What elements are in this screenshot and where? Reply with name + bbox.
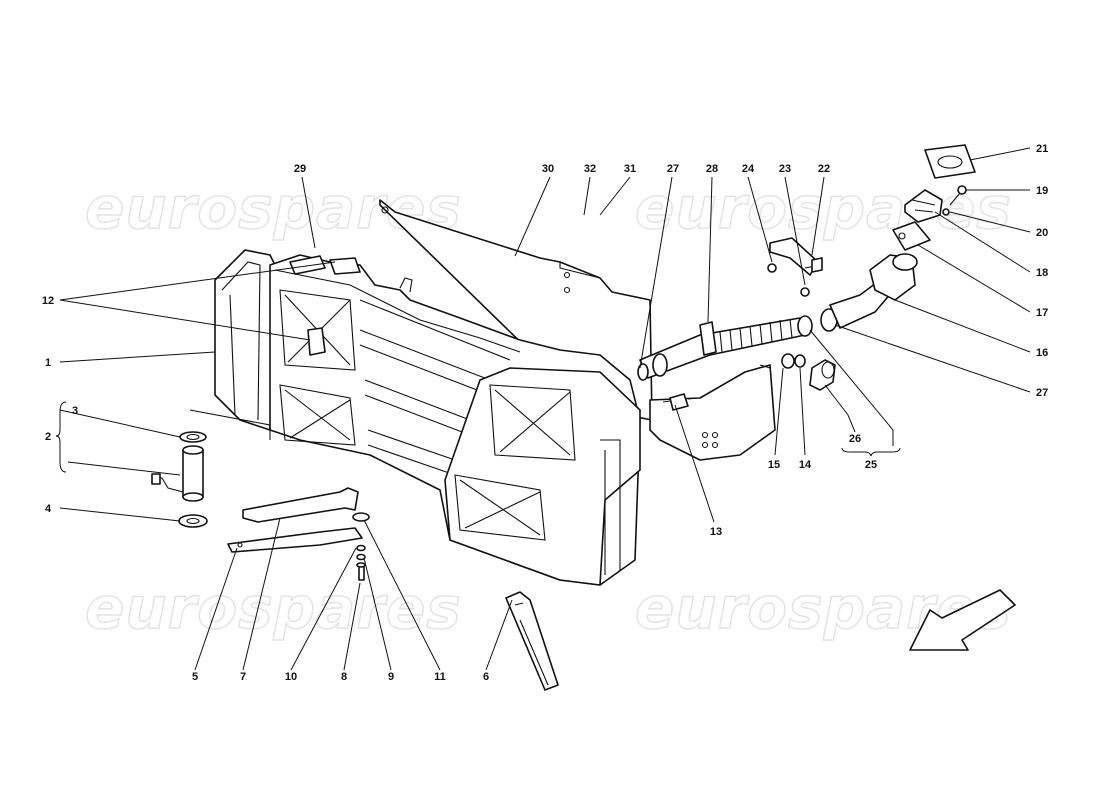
support-strap	[505, 591, 559, 691]
callout-30: 30	[542, 163, 554, 175]
callout-9: 9	[388, 671, 394, 683]
callout-15: 15	[768, 459, 780, 471]
callout-4: 4	[45, 503, 52, 515]
watermark-top-left: eurospares	[85, 174, 462, 242]
callout-7: 7	[240, 671, 246, 683]
fuel-tank	[214, 249, 641, 586]
callout-3: 3	[72, 405, 78, 417]
callout-20: 20	[1036, 227, 1048, 239]
tank-straps	[227, 487, 370, 581]
callout-14: 14	[799, 459, 812, 471]
filler-bracket-hardware	[767, 237, 823, 297]
fuel-pump-sender	[151, 409, 271, 528]
callout-2: 2	[45, 431, 51, 443]
callout-13: 13	[710, 526, 722, 538]
callout-17: 17	[1036, 307, 1048, 319]
callout-31: 31	[624, 163, 636, 175]
watermark-group: eurospares eurospares eurospares eurospa…	[84, 173, 1011, 643]
callout-19: 19	[1036, 185, 1048, 197]
filler-neck-pipe	[637, 308, 838, 381]
callout-28: 28	[706, 163, 718, 175]
callout-16: 16	[1036, 347, 1048, 359]
tank-mount-bracket	[649, 364, 776, 461]
callout-10: 10	[285, 671, 297, 683]
callout-21: 21	[1036, 143, 1048, 155]
callout-8: 8	[341, 671, 347, 683]
filler-hose-assembly	[829, 144, 976, 329]
callout-25: 25	[865, 459, 877, 471]
callout-24: 24	[742, 163, 755, 175]
callout-5: 5	[192, 671, 198, 683]
callout-26: 26	[849, 433, 861, 445]
callout-1: 1	[45, 357, 51, 369]
small-fittings	[781, 353, 836, 391]
watermark-bottom-left: eurospares	[85, 574, 462, 642]
callout-27-top: 27	[667, 163, 679, 175]
callout-6: 6	[483, 671, 489, 683]
callout-12: 12	[42, 295, 54, 307]
callout-29: 29	[294, 163, 306, 175]
callout-18: 18	[1036, 267, 1048, 279]
leader-lines	[55, 147, 1031, 671]
callout-22: 22	[818, 163, 830, 175]
callout-23: 23	[779, 163, 791, 175]
callout-27-right: 27	[1036, 387, 1048, 399]
callout-11: 11	[434, 671, 446, 683]
front-direction-arrow-icon	[909, 589, 1016, 651]
callout-labels: 29 30 32 31 27 28 24 23 22 21 19 20 18 1…	[42, 143, 1048, 683]
callout-32: 32	[584, 163, 596, 175]
vent-valve	[662, 393, 697, 411]
